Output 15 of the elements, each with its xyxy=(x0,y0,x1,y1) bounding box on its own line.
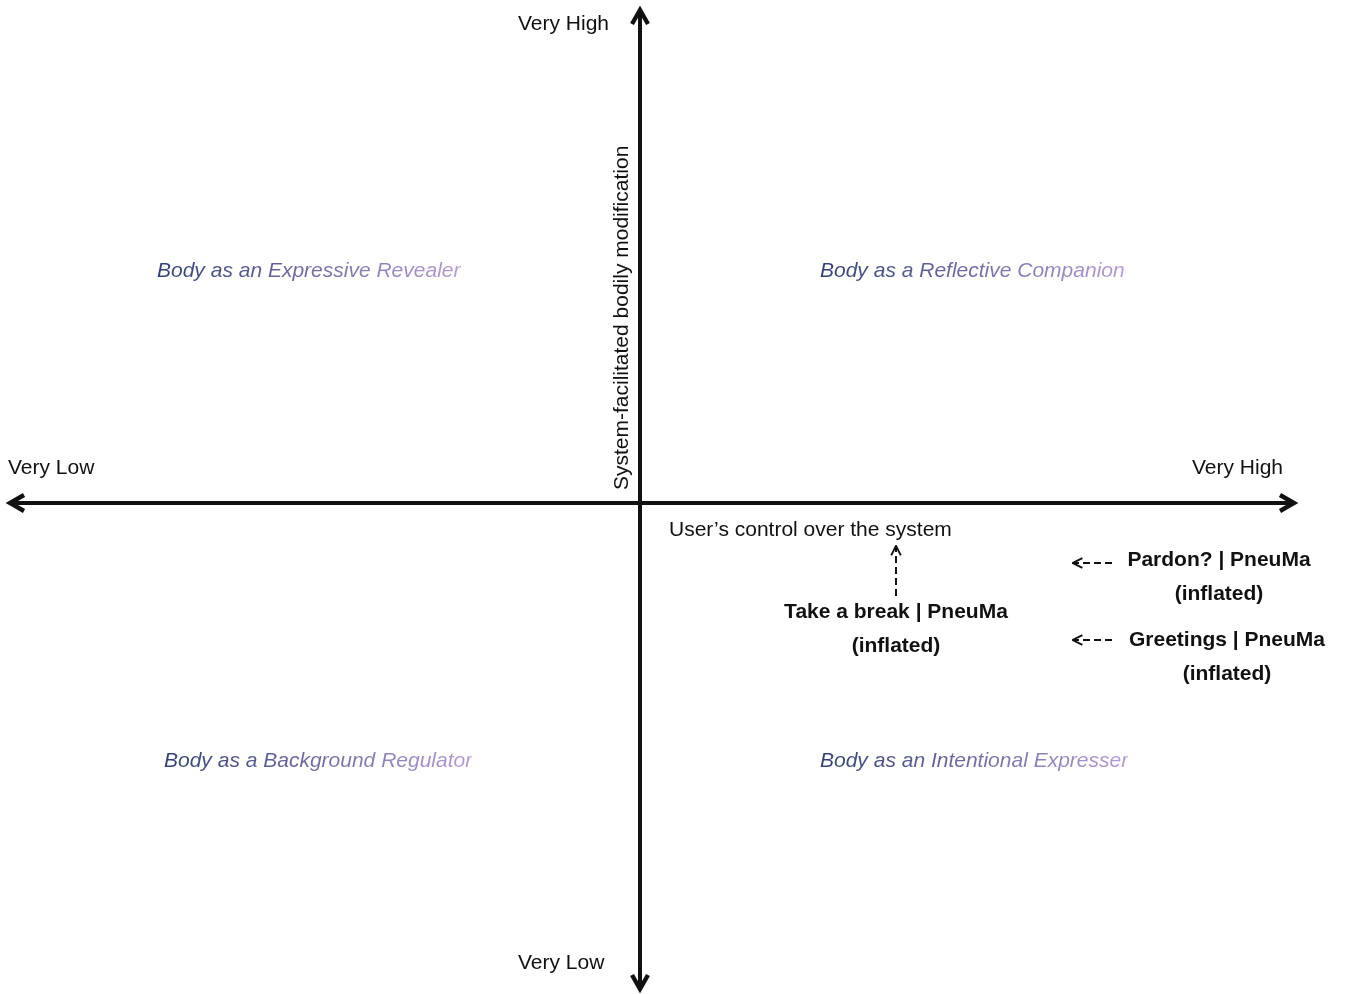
axis-end-label: Very Low xyxy=(518,949,605,975)
annotation-text: Greetings | PneuMa xyxy=(1128,626,1326,652)
axis-end-label: Very High xyxy=(518,10,610,36)
axis-title: System-facilitated bodily modification xyxy=(608,145,633,490)
axis-end-label: Very Low xyxy=(8,454,95,480)
annotation-text: (inflated) xyxy=(851,632,941,658)
annotation-text: (inflated) xyxy=(1174,580,1264,606)
annotation-text: (inflated) xyxy=(1182,660,1272,686)
dashed-arrow xyxy=(1071,557,1113,569)
axis-title: User’s control over the system xyxy=(669,517,952,541)
annotation-text: Take a break | PneuMa xyxy=(784,598,1008,624)
dashed-arrow xyxy=(890,544,902,597)
dashed-arrow xyxy=(1071,634,1113,646)
axis-end-label: Very High xyxy=(1192,454,1284,480)
annotation-text: Pardon? | PneuMa xyxy=(1127,546,1311,572)
